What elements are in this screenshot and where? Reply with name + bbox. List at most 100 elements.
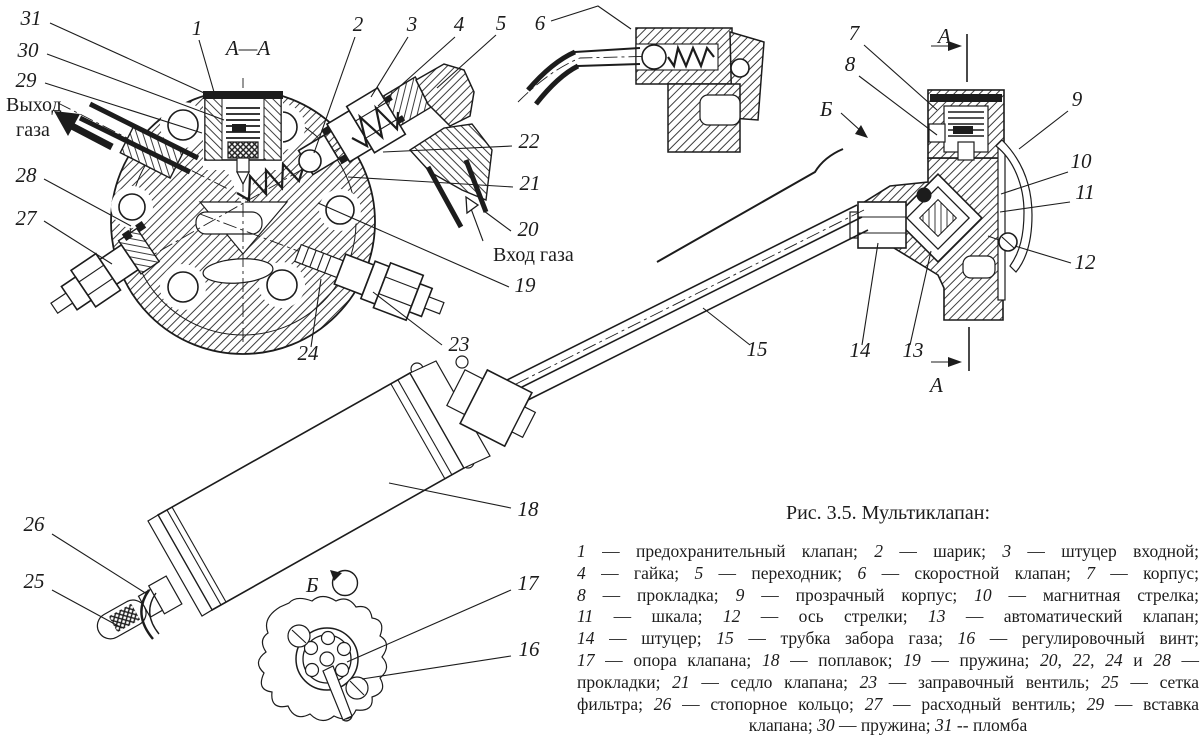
- callout-leader-21: [347, 176, 514, 188]
- gas-pickup-tube-end: [526, 49, 577, 92]
- callout-31: 31: [20, 6, 42, 30]
- callout-leader-11: [999, 201, 1071, 213]
- callout-16: 16: [519, 637, 541, 661]
- speed-valve-ball: [641, 44, 667, 70]
- callout-23: 23: [449, 332, 470, 356]
- callout-leader-8: [858, 75, 938, 136]
- legend-line-2: 4 — гайка; 5 — переходник; 6 — скоростно…: [577, 562, 1200, 583]
- callout-7: 7: [849, 21, 861, 45]
- section-label-a-bottom: А: [928, 373, 943, 397]
- figure-title: Рис. 3.5. Мультиклапан:: [785, 502, 991, 524]
- callout-leader-10: [1000, 171, 1069, 195]
- callout-2: 2: [353, 12, 364, 36]
- legend-line-8: фильтра; 26 — стопорное кольцо; 27 — рас…: [577, 693, 1199, 714]
- legend-line-1: 1 — предохранительный клапан; 2 — шарик;…: [577, 541, 1199, 561]
- callout-leader-24: [310, 278, 322, 348]
- gas-in-arrow: [465, 195, 484, 242]
- outlet-pipe-wall1: [78, 115, 192, 175]
- callout-leader-19: [317, 202, 510, 288]
- view-label-b-side: Б: [819, 97, 832, 121]
- callout-leader-4: [377, 36, 456, 107]
- speed-valve-spring: [667, 44, 715, 70]
- legend-line-5: 14 — штуцер; 15 — трубка забора газа; 16…: [577, 628, 1199, 649]
- safety-valve: [203, 88, 283, 186]
- callout-30: 30: [17, 38, 40, 62]
- callout-leader-28: [43, 178, 132, 227]
- magnetic-pointer-dot: [916, 187, 932, 203]
- callout-17: 17: [518, 571, 541, 595]
- callout-14: 14: [850, 338, 872, 362]
- callout-leader-lines: [43, 5, 1072, 680]
- callout-21: 21: [520, 171, 541, 195]
- gas-out-label-line1: Выход: [6, 94, 62, 116]
- valve-support-body: [446, 368, 537, 448]
- callout-13: 13: [903, 338, 924, 362]
- callout-11: 11: [1075, 180, 1094, 204]
- scale-plate: [997, 147, 1006, 301]
- callout-9: 9: [1072, 87, 1083, 111]
- callout-leader-31: [49, 22, 214, 98]
- callout-leader-15: [702, 307, 751, 346]
- side-view-b: [840, 34, 1033, 371]
- callout-leader-30: [46, 53, 225, 121]
- spring-19: [236, 161, 305, 202]
- callout-leader-2: [313, 36, 356, 154]
- callout-26: 26: [24, 512, 46, 536]
- callout-4: 4: [454, 12, 465, 36]
- callout-leader-9: [1018, 110, 1069, 150]
- legend-line-4: 11 — шкала; 12 — ось стрелки; 13 — автом…: [577, 606, 1199, 627]
- callout-8: 8: [845, 52, 856, 76]
- inlet-seat: [408, 123, 493, 202]
- callout-12: 12: [1075, 250, 1097, 274]
- view-b-detail-arrow: [330, 569, 359, 597]
- gas-in-label: Вход газа: [493, 244, 574, 266]
- section-label-aa: А—А: [224, 36, 271, 60]
- seal-band: [203, 91, 283, 99]
- legend-line-6: 17 — опора клапана; 18 — поплавок; 19 — …: [577, 649, 1200, 670]
- callout-5: 5: [496, 11, 507, 35]
- callout-22: 22: [519, 129, 541, 153]
- callout-29: 29: [16, 68, 38, 92]
- callout-28: 28: [16, 163, 38, 187]
- section-arrow-a-top: [931, 34, 968, 82]
- callout-leader-20: [483, 210, 512, 232]
- callout-leader-1: [198, 39, 215, 93]
- consumption-valve: [50, 227, 161, 314]
- inlet-pipe-right: [463, 159, 489, 213]
- callout-leader-25: [51, 589, 123, 629]
- callout-leader-22: [382, 145, 513, 153]
- valve-support-detail-view-b: [257, 569, 388, 722]
- callout-leader-27: [43, 220, 113, 265]
- callout-leader-29: [44, 82, 203, 134]
- callout-leader-7: [863, 44, 938, 111]
- callout-leader-12: [1014, 245, 1072, 264]
- callout-leader-5: [436, 34, 497, 89]
- gas-out-arrow: [54, 111, 114, 151]
- callout-25: 25: [24, 569, 45, 593]
- shtutser-14: [857, 201, 907, 249]
- section-label-a-top: А: [936, 24, 951, 48]
- inlet-pipe-left: [425, 165, 464, 229]
- callout-leader-13: [909, 250, 932, 346]
- callout-20: 20: [518, 217, 540, 241]
- callout-1: 1: [192, 16, 203, 40]
- callout-leader-18: [388, 482, 512, 509]
- gas-out-label-line2: газа: [16, 119, 50, 141]
- figure-legend: 1 — предохранительный клапан; 2 — шарик;…: [577, 541, 1199, 737]
- callout-leader-16: [361, 655, 512, 680]
- adapter-elbow: [415, 63, 475, 127]
- view-b-arrow: [840, 112, 868, 138]
- callout-27: 27: [16, 206, 39, 230]
- callout-18: 18: [518, 497, 540, 521]
- callout-10: 10: [1071, 149, 1093, 173]
- view-label-b-detail: Б: [305, 573, 318, 597]
- filter-neck: [96, 575, 183, 640]
- pickup-tube-line1: [504, 204, 858, 382]
- automatic-valve: [893, 173, 983, 263]
- ball-2: [298, 149, 322, 173]
- callout-leader-14: [861, 242, 879, 346]
- gasket-28: [121, 220, 147, 242]
